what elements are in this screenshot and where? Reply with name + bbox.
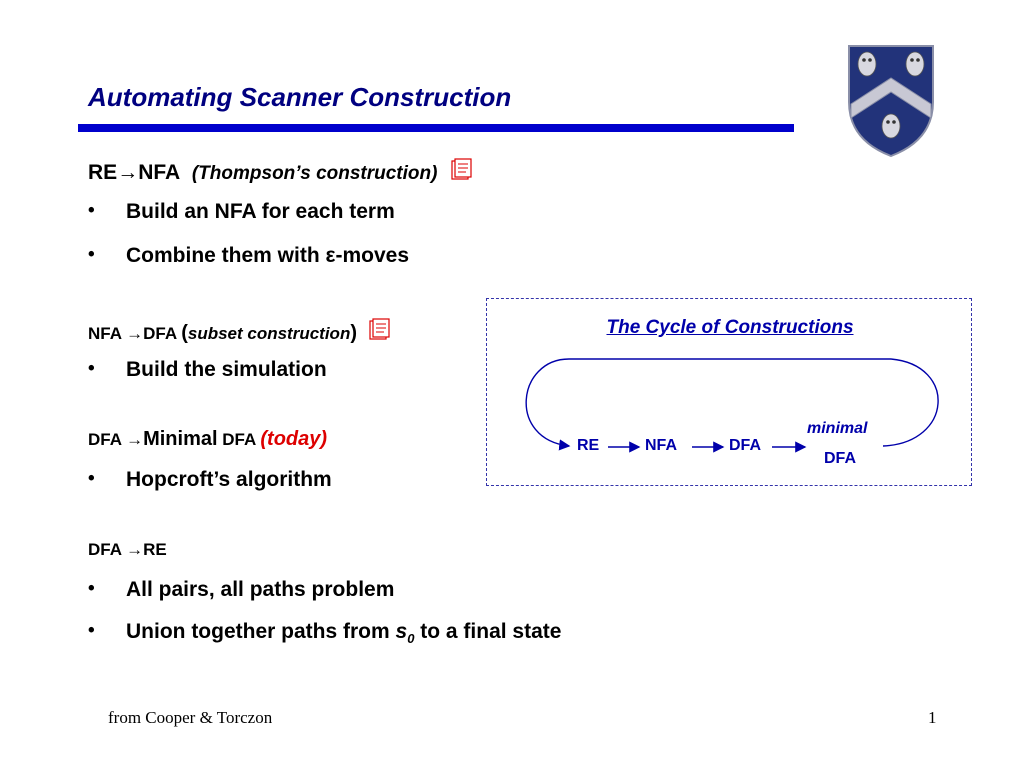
- heading-dfa-suffix: DFA: [217, 430, 261, 449]
- cycle-diagram-arrows: [525, 358, 939, 453]
- cycle-node-dfa: DFA: [729, 437, 761, 454]
- bullet-text: All pairs, all paths problem: [126, 578, 395, 601]
- state-variable: s: [395, 620, 408, 643]
- heading-subtitle-today: (today): [260, 428, 328, 450]
- heading-dfa: DFA: [88, 430, 127, 449]
- bullet-text: Combine them with ε-moves: [126, 244, 409, 267]
- bullet-dot: •: [88, 200, 95, 221]
- arrow-icon: →: [126, 540, 144, 559]
- heading-re: RE: [88, 161, 118, 184]
- notepad-icon: [451, 158, 472, 180]
- cycle-diagram-title: The Cycle of Constructions: [606, 317, 854, 338]
- university-crest-logo: [848, 45, 934, 158]
- footer-credit: from Cooper & Torczon: [108, 708, 273, 727]
- state-subscript: 0: [407, 631, 415, 647]
- heading-paren-close: ): [350, 322, 357, 344]
- cycle-node-re: RE: [577, 437, 600, 454]
- page-number: 1: [928, 708, 937, 727]
- heading-nfa: NFA: [138, 161, 181, 184]
- bullet-text-post: to a final state: [414, 620, 562, 643]
- heading-re: RE: [143, 540, 167, 559]
- section-heading-dfa-minimal: DFA →Minimal DFA (today): [88, 428, 327, 451]
- title-underline-rule: [78, 124, 794, 132]
- cycle-node-minimal-label: minimal: [807, 420, 868, 437]
- bullet-dot: •: [88, 358, 95, 379]
- bullet-dot: •: [88, 468, 95, 489]
- cycle-diagram-box: The Cycle of Constructions RE NFA DFA mi…: [486, 298, 972, 486]
- heading-dfa: DFA: [88, 540, 127, 559]
- section-heading-dfa-re: DFA →RE: [88, 540, 167, 560]
- heading-nfa: NFA: [88, 324, 127, 343]
- bullet-dot: •: [88, 578, 95, 599]
- heading-subtitle-thompson: (Thompson’s construction): [191, 163, 438, 184]
- arrow-icon: →: [126, 430, 144, 449]
- bullet-text: Union together paths from s0 to a final …: [126, 620, 561, 646]
- section-heading-nfa-dfa: NFA →DFA (subset construction): [88, 318, 391, 345]
- arrow-icon: →: [126, 324, 144, 343]
- notepad-icon: [369, 318, 391, 340]
- slide-title: Automating Scanner Construction: [88, 82, 512, 112]
- heading-minimal: Minimal: [143, 428, 218, 450]
- heading-paren-open: (: [181, 322, 188, 344]
- bullet-text: Hopcroft’s algorithm: [126, 468, 332, 491]
- cycle-node-min-dfa: DFA: [824, 450, 856, 467]
- bullet-text: Build an NFA for each term: [126, 200, 395, 223]
- bullet-dot: •: [88, 244, 95, 265]
- heading-subtitle-subset: subset construction: [187, 324, 351, 343]
- heading-dfa: DFA: [143, 324, 182, 343]
- section-heading-re-nfa: RE→NFA (Thompson’s construction): [88, 158, 473, 185]
- cycle-node-nfa: NFA: [645, 437, 677, 454]
- bullet-text: Build the simulation: [126, 358, 327, 381]
- bullet-text-pre: Union together paths from: [126, 620, 396, 643]
- arrow-icon: →: [117, 161, 139, 184]
- bullet-dot: •: [88, 620, 95, 641]
